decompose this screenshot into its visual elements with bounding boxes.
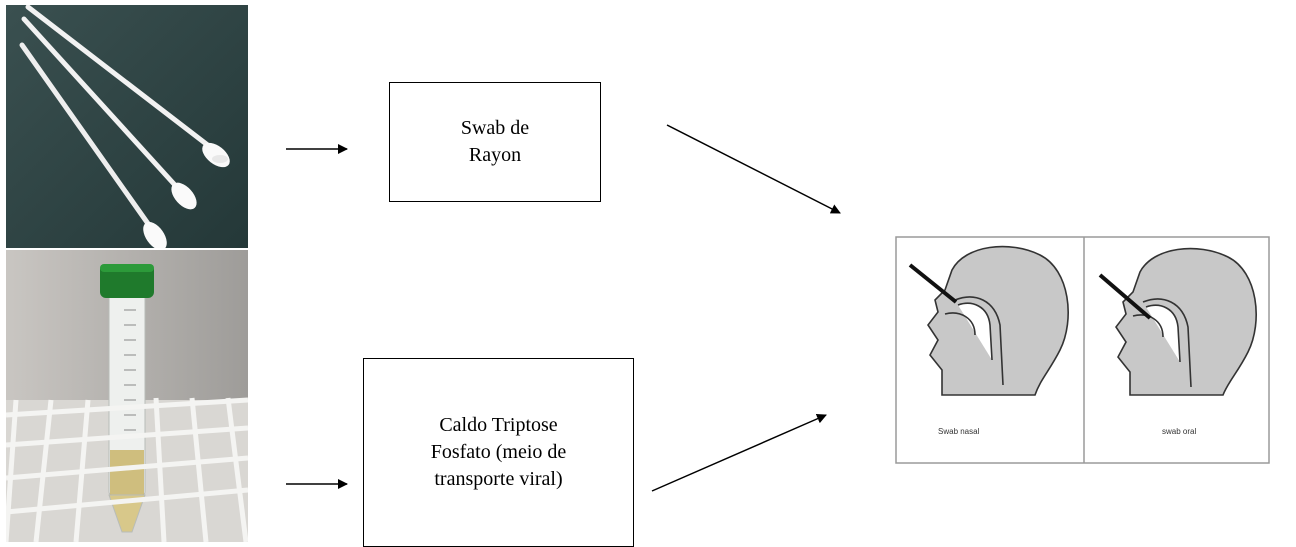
tube-photo bbox=[6, 250, 248, 542]
swab-rayon-box: Swab de Rayon bbox=[389, 82, 601, 202]
arrow-caldo-box-to-illustration bbox=[651, 414, 827, 492]
nasal-swab-caption: Swab nasal bbox=[938, 427, 980, 436]
nasal-swab-head bbox=[927, 245, 1069, 396]
swab-rayon-label: Swab de Rayon bbox=[460, 117, 530, 166]
oral-swab-caption: swab oral bbox=[1162, 427, 1196, 436]
caldo-triptose-box: Caldo Triptose Fosfato (meio de transpor… bbox=[363, 358, 634, 547]
oral-swab-head bbox=[1115, 247, 1257, 396]
swab-photo bbox=[6, 5, 248, 248]
oral-swab-stick bbox=[1098, 273, 1152, 320]
caldo-triptose-label: Caldo Triptose Fosfato (meio de transpor… bbox=[430, 414, 567, 490]
swab-photo-image bbox=[6, 5, 248, 248]
arrow-swab-box-to-illustration bbox=[666, 124, 841, 214]
tube-photo-image bbox=[6, 250, 248, 542]
swab-illustration: Swab nasal swab oral bbox=[895, 236, 1270, 464]
nasal-swab-stick bbox=[908, 263, 958, 304]
